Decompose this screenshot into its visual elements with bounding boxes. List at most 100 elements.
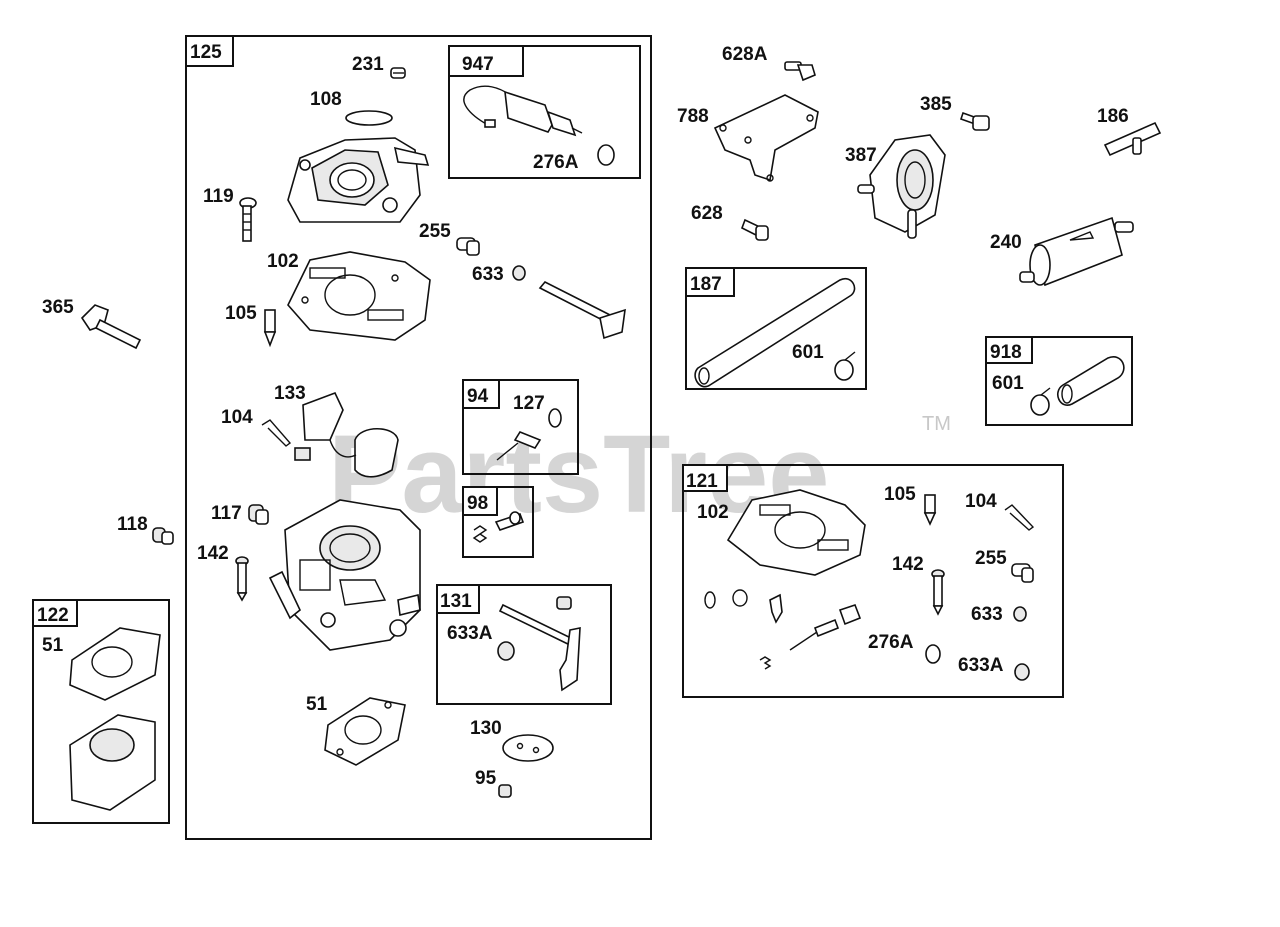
part-947-solenoid: [463, 85, 583, 137]
part-788-bracket: [713, 94, 819, 182]
label-255: 255: [419, 221, 451, 242]
label-121-633a: 633A: [958, 655, 1004, 676]
label-51: 51: [306, 694, 328, 715]
kit-122-box: 122: [32, 599, 170, 824]
part-127-oring: [548, 408, 562, 428]
label-121-104: 104: [965, 491, 997, 512]
kit-121-box: 121: [682, 464, 1064, 698]
kit-121-label: 121: [686, 471, 718, 492]
part-601-clamp-187: [834, 351, 856, 381]
part-117-fitting: [248, 504, 269, 525]
kit-131-box: 131: [436, 584, 612, 705]
part-133-float: [294, 391, 399, 478]
part-387-fuel-pump: [857, 134, 946, 239]
label-231: 231: [352, 54, 384, 75]
part-throttle-shaft: [538, 280, 626, 340]
label-104: 104: [221, 407, 253, 428]
label-121-105: 105: [884, 484, 916, 505]
part-633a-washer: [497, 641, 515, 661]
kit-94-label: 94: [467, 386, 489, 407]
part-121-small-parts: [704, 589, 862, 670]
part-131-throttle-shaft: [498, 596, 581, 692]
part-102-plate: [287, 251, 431, 341]
part-119-screw: [239, 197, 257, 242]
part-186-tee-fitting: [1103, 121, 1162, 157]
label-121-633: 633: [971, 604, 1003, 625]
label-133: 133: [274, 383, 306, 404]
part-385-bolt: [959, 111, 990, 131]
kit-918-label: 918: [990, 342, 1022, 363]
kit-94-box: 94: [462, 379, 579, 475]
label-633a-kit131: 633A: [447, 623, 493, 644]
label-117: 117: [211, 503, 242, 524]
part-95-screw: [498, 784, 512, 798]
label-276a-kit947: 276A: [533, 152, 579, 173]
label-385: 385: [920, 94, 952, 115]
label-105: 105: [225, 303, 257, 324]
part-51-gasket-kit122: [69, 627, 161, 701]
part-121-633-oring: [1013, 606, 1027, 622]
kit-125-box: 125: [185, 35, 652, 840]
callout-labels: 231 108 119 276A 255 102 633 105 365 133…: [42, 44, 1129, 789]
part-51-gasket: [324, 697, 406, 766]
kit-98-box: 98: [462, 486, 534, 558]
part-628-bolt: [740, 218, 769, 241]
part-255-fitting: [456, 237, 480, 256]
kit-947-label: 947: [462, 54, 494, 75]
label-121-276a: 276A: [868, 632, 914, 653]
kit-122-label: 122: [37, 605, 69, 626]
label-95: 95: [475, 768, 497, 789]
part-918-hose: [1057, 356, 1125, 406]
label-601-kit918: 601: [992, 373, 1024, 394]
label-240: 240: [990, 232, 1022, 253]
part-130-throttle-plate: [502, 734, 554, 762]
part-108-gasket: [345, 110, 393, 126]
label-121-102: 102: [697, 502, 729, 523]
kit-947-box: 947: [448, 45, 641, 179]
part-105-needle: [263, 309, 277, 348]
label-121-255: 255: [975, 548, 1007, 569]
label-633: 633: [472, 264, 504, 285]
label-601-kit187: 601: [792, 342, 824, 363]
part-628a-bolt: [784, 61, 816, 82]
label-108: 108: [310, 89, 342, 110]
label-102: 102: [267, 251, 299, 272]
label-130: 130: [470, 718, 502, 739]
label-365: 365: [42, 297, 74, 318]
label-118: 118: [117, 514, 148, 535]
label-127: 127: [513, 393, 545, 414]
kit-187-label: 187: [690, 274, 722, 295]
label-186: 186: [1097, 106, 1129, 127]
part-121-104-pin: [1004, 504, 1035, 531]
part-carburetor-top-cover: [287, 137, 430, 223]
part-121-276a-washer: [925, 644, 941, 664]
watermark-trademark: TM: [922, 413, 951, 435]
part-142-jet: [235, 556, 249, 602]
label-628a: 628A: [722, 44, 768, 65]
label-628: 628: [691, 203, 723, 224]
part-118-plug: [152, 527, 174, 545]
kit-918-box: 918: [985, 336, 1133, 426]
kit-98-label: 98: [467, 493, 488, 514]
part-121-142-jet: [931, 569, 945, 616]
part-98-spring-screw: [472, 511, 525, 543]
part-240-fuel-filter: [1019, 216, 1134, 287]
part-121-255-fitting: [1011, 563, 1034, 583]
part-121-102-plate: [726, 489, 866, 576]
label-142: 142: [197, 543, 229, 564]
part-104-pin: [261, 419, 292, 447]
label-788: 788: [677, 106, 709, 127]
part-94-idle-screw: [496, 431, 542, 461]
kit-187-box: 187: [685, 267, 867, 390]
part-633-oring: [512, 265, 526, 281]
kit-131-label: 131: [440, 591, 472, 612]
part-276a-washer: [597, 144, 615, 166]
label-119: 119: [203, 186, 234, 207]
part-365-bolt: [80, 304, 142, 350]
part-carburetor-body: [268, 499, 421, 651]
part-187-fuel-line: [694, 277, 856, 388]
part-spacer-kit122: [69, 714, 156, 811]
part-121-633a-washer: [1014, 663, 1030, 681]
kit-125-label: 125: [190, 42, 222, 63]
